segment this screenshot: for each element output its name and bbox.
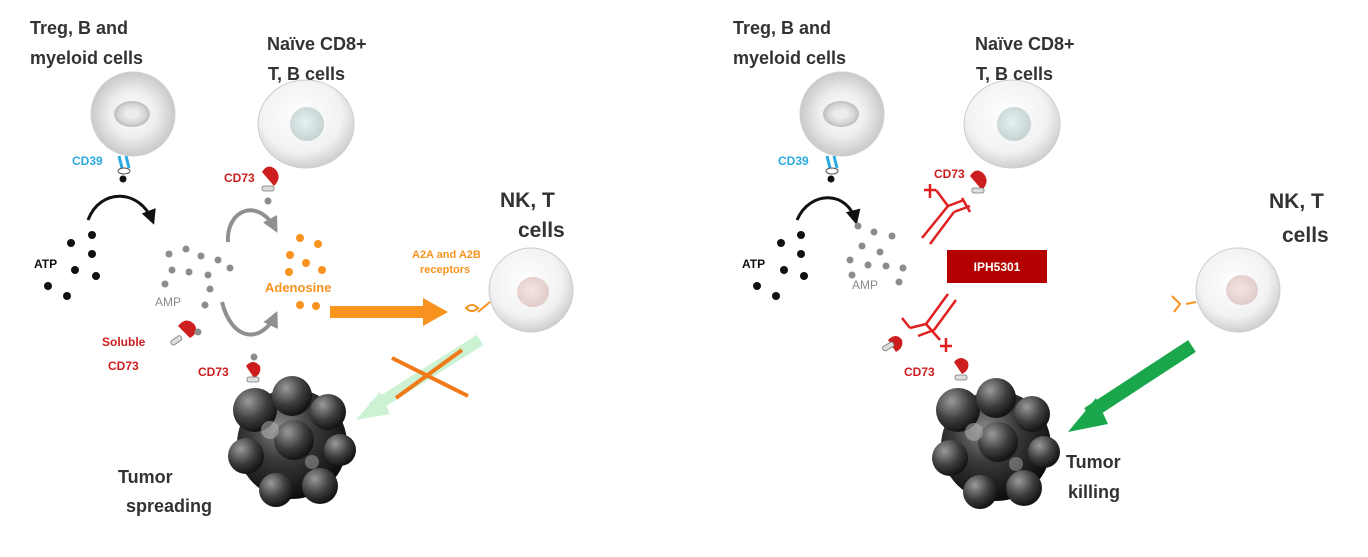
treg-cell — [90, 71, 176, 157]
amp-molecules-right — [846, 222, 907, 286]
atp-to-amp-arrow — [86, 194, 156, 225]
naive-cell — [257, 79, 355, 169]
drug-label: IPH5301 — [974, 260, 1021, 274]
cd39-receptor — [117, 155, 131, 183]
atp-label: ATP — [34, 257, 57, 271]
cd39-receptor-right — [825, 155, 839, 183]
amp-to-adenosine-arrow-bottom — [220, 301, 278, 337]
adenosine-signal-arrow — [330, 298, 448, 326]
drug-box: IPH5301 — [947, 250, 1047, 283]
amp-label-right: AMP — [852, 278, 878, 292]
nk-label-line2-right: cells — [1282, 224, 1329, 247]
nk-label-line1: NK, T — [500, 189, 555, 212]
cd73-bottom-label-right: CD73 — [904, 365, 935, 379]
nk-label-line1-right: NK, T — [1269, 190, 1324, 213]
nk-cell — [488, 247, 574, 333]
cd73-bottom-label: CD73 — [198, 365, 229, 379]
cd73-receptor-bottom — [246, 353, 261, 383]
killing-arrow — [1068, 340, 1196, 432]
nk-cell-right — [1195, 247, 1281, 333]
receptors-label-line1: A2A and A2B — [412, 249, 481, 261]
tumor-label-line1-right: Tumor — [1066, 452, 1121, 472]
left-panel: Treg, B and myeloid cells CD39 Naïve CD8… — [30, 18, 574, 516]
naive-cell-right — [963, 79, 1061, 169]
cd73-top-label-right: CD73 — [934, 167, 965, 181]
adenosine-molecules — [285, 234, 326, 310]
cd39-label: CD39 — [72, 154, 103, 168]
atp-label-right: ATP — [742, 257, 765, 271]
atp-molecules — [44, 231, 100, 300]
tumor-mass-left — [228, 376, 356, 507]
soluble-label-line1: Soluble — [102, 335, 146, 349]
cd73-receptor-top — [261, 166, 279, 205]
naive-label-line1: Naïve CD8+ — [267, 34, 367, 54]
receptors-label-line2: receptors — [420, 264, 470, 276]
amp-label: AMP — [155, 295, 181, 309]
atp-molecules-right — [753, 231, 808, 300]
right-panel: Treg, B and myeloid cells CD39 Naïve CD8… — [733, 18, 1329, 509]
cd73-receptor-bottom-right — [954, 358, 969, 381]
atp-to-amp-arrow-right — [795, 196, 861, 225]
adenosine-receptor-right — [1171, 295, 1197, 313]
antibody-bottom — [901, 293, 958, 352]
naive-label-line1-right: Naïve CD8+ — [975, 34, 1075, 54]
adenosine-label: Adenosine — [265, 280, 331, 295]
soluble-cd73-right — [882, 336, 903, 352]
antibody-top — [921, 184, 972, 245]
tumor-label-line2-right: killing — [1068, 482, 1120, 502]
treg-label-line2: myeloid cells — [30, 48, 143, 68]
blocked-cross — [391, 348, 469, 400]
treg-label-line1: Treg, B and — [30, 18, 128, 38]
adenosine-receptor — [464, 301, 491, 313]
amp-molecules — [161, 245, 234, 309]
soluble-label-line2: CD73 — [108, 359, 139, 373]
tumor-label-line1: Tumor — [118, 467, 173, 487]
tumor-label-line2: spreading — [126, 496, 212, 516]
treg-label-line1-right: Treg, B and — [733, 18, 831, 38]
treg-cell-right — [799, 71, 885, 157]
soluble-cd73 — [170, 320, 202, 346]
cd39-label-right: CD39 — [778, 154, 809, 168]
amp-to-adenosine-arrow-top — [225, 208, 278, 243]
nk-label-line2: cells — [518, 219, 565, 242]
tumor-mass-right — [932, 378, 1060, 509]
cd73-receptor-top-right — [970, 170, 987, 194]
naive-label-line2: T, B cells — [268, 64, 345, 84]
naive-label-line2-right: T, B cells — [976, 64, 1053, 84]
treg-label-line2-right: myeloid cells — [733, 48, 846, 68]
cd73-top-label: CD73 — [224, 171, 255, 185]
